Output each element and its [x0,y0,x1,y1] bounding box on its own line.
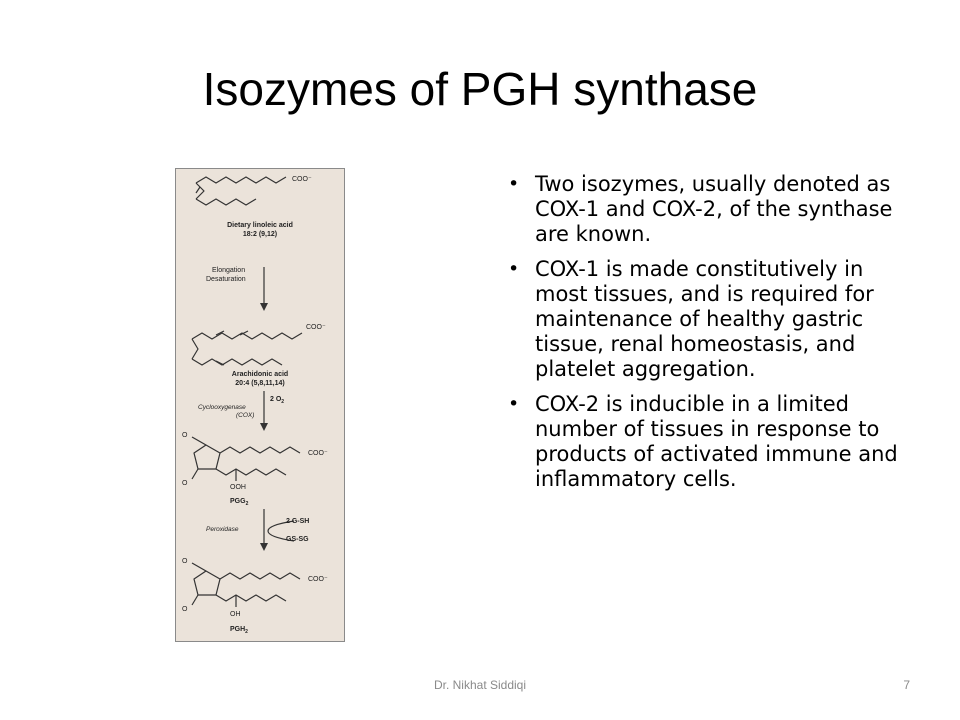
arrow1-line1: Elongation [212,267,245,274]
step3-substituent: OOH [230,484,246,491]
step1-formula: 18:2 (9,12) [243,231,277,238]
step3-name: PGG2 [230,498,249,507]
arrow2-cofactor: 2 O2 [270,396,284,405]
step2-group: COO⁻ [306,324,326,331]
step4-substituent: OH [230,611,241,618]
bullet-item: •COX-1 is made constitutively in most ti… [508,257,874,381]
step2-name: Arachidonic acid [232,371,288,378]
arrowhead-icon [260,543,268,551]
linoleic-acid-structure [195,176,287,206]
pathway-figure: COO⁻ Dietary linoleic acid 18:2 (9,12) E… [175,168,345,642]
arrow3-out: GS-SG [286,536,309,543]
page-number: 7 [903,678,910,692]
step4-name: PGH2 [230,626,248,635]
step3-ring-o-bottom: O [182,480,188,487]
arrow2-enzyme: Cyclooxygenase [198,404,246,411]
arrowhead-icon [260,303,268,311]
step2-formula: 20:4 (5,8,11,14) [235,380,284,387]
arrowhead-icon [260,423,268,431]
step3-ring-o-top: O [182,432,188,439]
step1-group: COO⁻ [292,176,312,183]
pgh2-structure [191,562,301,607]
step4-group: COO⁻ [308,576,328,583]
bullet-dot-icon: • [508,393,520,415]
bullet-list: •Two isozymes, usually denoted as COX-1 … [508,172,908,502]
slide-title: Isozymes of PGH synthase [202,63,758,115]
footer-author: Dr. Nikhat Siddiqi [433,678,527,692]
arrow1-line2: Desaturation [206,276,246,283]
bullet-item: •Two isozymes, usually denoted as COX-1 … [508,172,893,246]
step4-ring-o-bottom: O [182,606,188,613]
step1-name: Dietary linoleic acid [227,222,293,229]
arrow3-in: 2 G-SH [286,518,309,525]
step3-group: COO⁻ [308,450,328,457]
pathway-diagram: COO⁻ Dietary linoleic acid 18:2 (9,12) E… [182,176,328,635]
bullet-dot-icon: • [508,258,520,280]
bullet-dot-icon: • [508,173,520,195]
arachidonic-acid-structure [191,330,303,366]
arrow3-enzyme: Peroxidase [206,526,239,533]
bullet-item: •COX-2 is inducible in a limited number … [508,392,898,491]
pgg2-structure [191,436,301,481]
step4-ring-o-top: O [182,558,188,565]
arrow2-enzyme-abbr: (COX) [236,412,254,419]
curved-arrow-icon [267,520,295,542]
